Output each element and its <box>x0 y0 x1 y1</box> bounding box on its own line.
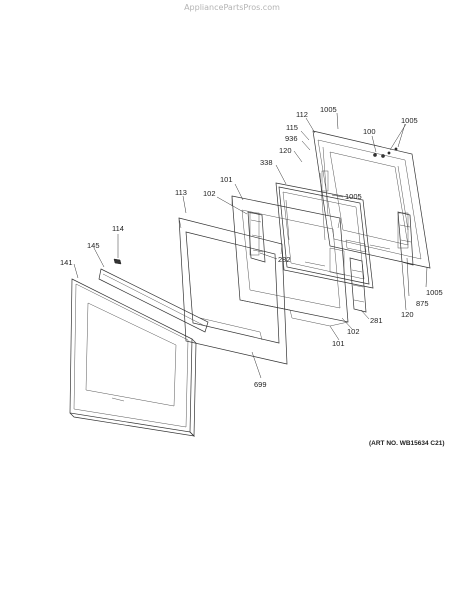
callout-102-bottom: 102 <box>347 327 360 336</box>
callout-1005-right: 1005 <box>426 288 443 297</box>
callout-1005-mid: 1005 <box>345 192 362 201</box>
callout-1005-top: 1005 <box>320 105 337 114</box>
callout-282: 282 <box>278 255 291 264</box>
callout-120-bottom: 120 <box>401 310 414 319</box>
callout-101-bottom: 101 <box>332 339 345 348</box>
callout-338: 338 <box>260 158 273 167</box>
callout-281: 281 <box>370 316 383 325</box>
callout-112: 112 <box>296 110 308 119</box>
outer-door-141 <box>69 278 197 437</box>
hinge-left-282 <box>247 211 266 263</box>
clip-114 <box>113 258 122 265</box>
callout-120-top: 120 <box>279 146 292 155</box>
callout-145: 145 <box>87 241 100 250</box>
leader-lines <box>73 112 428 379</box>
callout-113: 113 <box>175 188 187 197</box>
callout-labels: 1005 112 115 936 100 1005 120 338 1005 1… <box>60 105 443 389</box>
art-number: (ART NO. WB15634 C21) <box>369 440 445 447</box>
rear-door-frame <box>312 130 431 269</box>
callout-100: 100 <box>363 127 376 136</box>
hinge-rear-120 <box>397 211 414 266</box>
vent-trim-145 <box>98 268 209 333</box>
callout-101-top: 101 <box>220 175 233 184</box>
inner-door-panel <box>231 195 349 327</box>
screws-100-1005 <box>373 147 398 158</box>
callout-875: 875 <box>416 299 429 308</box>
callout-1005-top-right: 1005 <box>401 116 418 125</box>
callout-141: 141 <box>60 258 73 267</box>
hinge-right-281 <box>349 257 367 313</box>
callout-936: 936 <box>285 134 298 143</box>
callout-102-top: 102 <box>203 189 216 198</box>
watermark: AppliancePartsPros.com <box>184 3 280 12</box>
callout-114: 114 <box>112 224 124 233</box>
callout-699: 699 <box>254 380 267 389</box>
door-frame-113 <box>178 217 288 365</box>
glass-pack-338 <box>275 182 374 289</box>
callout-115: 115 <box>286 123 298 132</box>
